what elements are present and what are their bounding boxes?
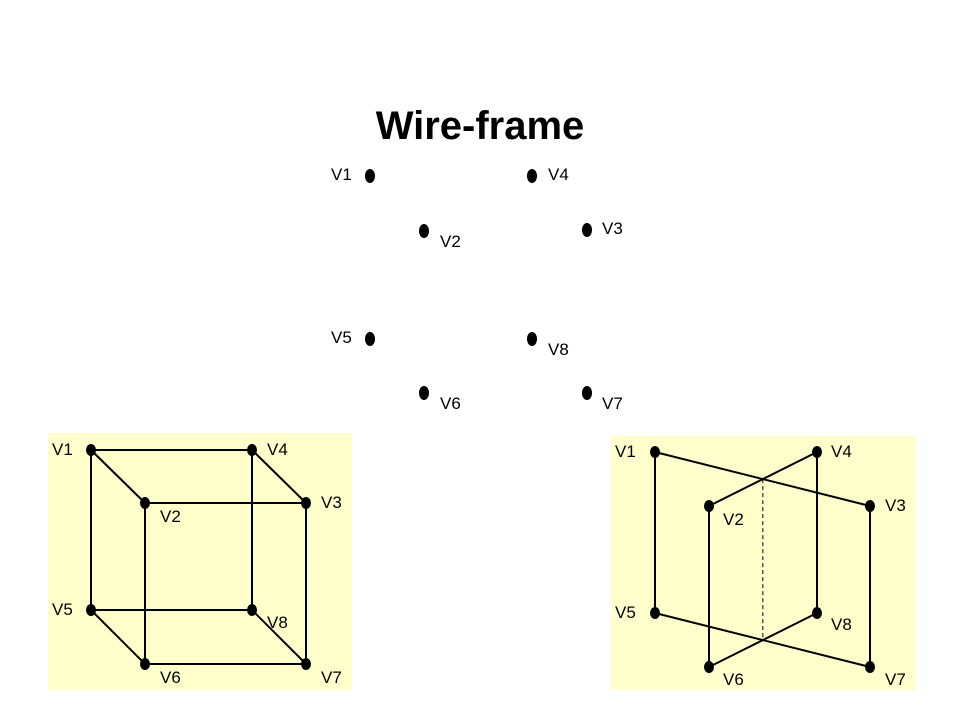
right-vertex-label-v8: V8 [831, 615, 852, 634]
right-vertex-dot-v5 [650, 607, 660, 619]
right-vertex-label-v4: V4 [831, 442, 852, 461]
left-vertex-label-v8: V8 [267, 613, 288, 632]
top-vertex-dot-v5 [365, 332, 375, 346]
top-vertex-label-v1: V1 [331, 165, 352, 184]
left-vertex-label-v5: V5 [52, 600, 73, 619]
right-vertex-label-v5: V5 [615, 603, 636, 622]
top-vertex-label-v6: V6 [440, 394, 461, 413]
right-vertex-dot-v2 [704, 500, 714, 512]
right-vertex-dot-v8 [812, 607, 822, 619]
top-vertex-dot-v2 [419, 224, 429, 238]
top-vertex-dot-v1 [365, 169, 375, 183]
top-vertex-dot-v6 [419, 386, 429, 400]
left-vertex-label-v2: V2 [160, 507, 181, 526]
top-vertex-dot-v4 [527, 169, 537, 183]
left-vertex-label-v3: V3 [321, 493, 342, 512]
left-vertex-dot-v7 [301, 658, 311, 670]
right-edge-v6-v8 [708, 612, 818, 668]
slide-title: Wire-frame [375, 104, 585, 148]
left-vertex-label-v1: V1 [52, 440, 73, 459]
top-vertex-label-v7: V7 [602, 394, 623, 413]
top-vertex-label-v8: V8 [548, 340, 569, 359]
top-vertex-dot-v8 [527, 332, 537, 346]
right-vertex-label-v7: V7 [885, 670, 906, 689]
left-edge-v4-v3 [251, 449, 307, 504]
right-vertex-label-v1: V1 [615, 442, 636, 461]
left-vertex-dot-v2 [140, 497, 150, 509]
right-vertex-label-v2: V2 [723, 510, 744, 529]
top-vertex-label-v4: V4 [548, 165, 569, 184]
right-vertex-label-v3: V3 [885, 496, 906, 515]
right-vertex-dot-v6 [704, 661, 714, 673]
right-vertex-dot-v1 [650, 446, 660, 458]
left-vertex-label-v6: V6 [160, 668, 181, 687]
top-vertex-label-v5: V5 [331, 328, 352, 347]
right-vertex-dot-v4 [812, 446, 822, 458]
top-vertex-dot-v3 [582, 223, 592, 237]
left-vertex-dot-v3 [301, 497, 311, 509]
left-vertex-dot-v8 [247, 604, 257, 616]
left-edge-v8-v7 [251, 609, 307, 665]
right-vertex-dot-v7 [865, 661, 875, 673]
left-vertex-label-v4: V4 [267, 440, 288, 459]
right-vertex-dot-v3 [865, 500, 875, 512]
top-vertex-label-v3: V3 [602, 219, 623, 238]
top-vertex-label-v2: V2 [440, 232, 461, 251]
left-vertex-dot-v4 [247, 444, 257, 456]
left-edge-v1-v2 [90, 449, 146, 504]
left-panel-background [48, 433, 352, 690]
left-vertex-dot-v6 [140, 658, 150, 670]
right-vertex-label-v6: V6 [723, 670, 744, 689]
left-vertex-dot-v5 [86, 604, 96, 616]
left-vertex-dot-v1 [86, 444, 96, 456]
right-edge-v2-v4 [708, 451, 818, 507]
top-vertex-dot-v7 [582, 386, 592, 400]
left-vertex-label-v7: V7 [321, 668, 342, 687]
left-edge-v5-v6 [90, 609, 146, 665]
